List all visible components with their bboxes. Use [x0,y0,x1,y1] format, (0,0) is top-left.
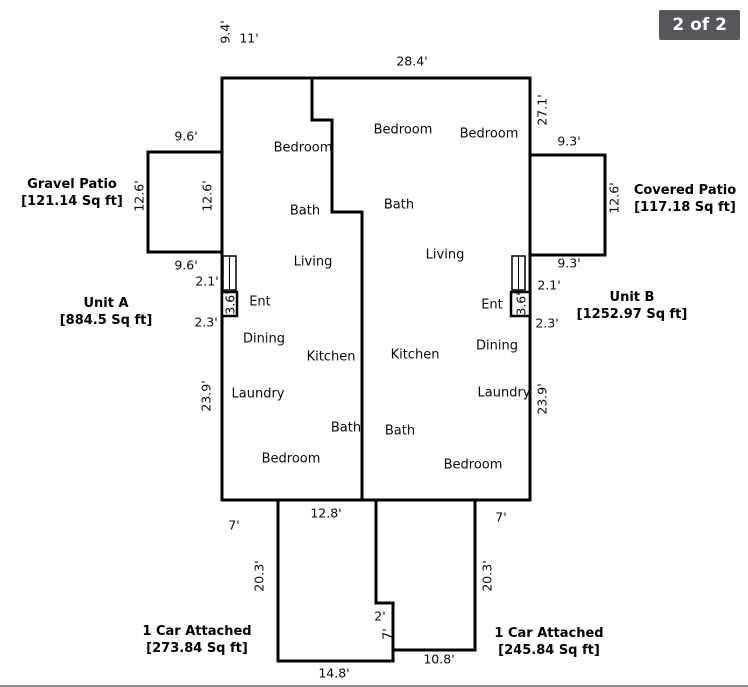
room-a-bedroom-top: Bedroom [273,140,333,156]
area-sqft: [117.18 Sq ft] [634,200,736,215]
room-a-living: Living [293,254,333,270]
dim-entry-b-top: 2.1' [537,277,561,293]
room-a-bath-upper: Bath [289,203,321,219]
dim-right-height: 27.1' [534,94,550,126]
room-b-bedroom-bottom: Bedroom [443,457,503,473]
room-b-bedroom-left: Bedroom [373,122,433,138]
dim-notch-h: 7' [379,628,395,640]
dim-garage-l-height: 20.3' [251,560,267,592]
dim-top-width: 28.4' [396,53,428,69]
area-name: Gravel Patio [27,176,117,192]
dim-garage-l-width: 14.8' [318,665,350,681]
dim-wall-b-right: 23.9' [534,383,550,415]
area-covered-patio: Covered Patio [117.18 Sq ft] [634,182,736,216]
dim-entry-a-bottom: 2.3' [194,314,218,330]
image-pager-badge: 2 of 2 [659,10,740,40]
room-b-bedroom-right: Bedroom [459,126,519,142]
dim-bottom-mid: 12.8' [310,505,342,521]
room-a-bedroom-bottom: Bedroom [261,451,321,467]
dim-wall-a-left: 23.9' [198,380,214,412]
dim-patio-l-top: 9.6' [174,128,198,144]
dim-entry-a-mid: 3.6' [222,291,238,315]
room-b-dining: Dining [476,338,518,354]
dim-garage-r-height: 20.3' [479,560,495,592]
room-a-ent: Ent [249,294,271,310]
area-sqft: [884.5 Sq ft] [59,313,153,328]
area-gravel-patio: Gravel Patio [121.14 Sq ft] [21,176,123,210]
dim-entry-b-bottom: 2.3' [535,315,559,331]
area-name: Covered Patio [633,182,737,198]
gravel-patio-outline [146,150,224,254]
area-name: Unit B [609,289,655,305]
bottom-divider [0,685,748,687]
area-name: Unit A [83,295,129,311]
dim-patio-l-left: 12.6' [131,180,147,212]
room-a-dining: Dining [243,331,285,347]
area-sqft: [121.14 Sq ft] [21,194,123,209]
room-b-bath-upper: Bath [383,197,415,213]
room-b-kitchen: Kitchen [390,347,440,363]
area-name: 1 Car Attached [142,623,252,639]
room-b-living: Living [425,247,465,263]
area-garage-left: 1 Car Attached [273.84 Sq ft] [142,623,251,657]
dim-patio-r-top: 9.3' [557,133,581,149]
dim-garage-r-width: 10.8' [423,651,455,667]
dim-top-step-v: 9.4' [217,20,233,44]
dim-patio-l-inner: 12.6' [199,180,215,212]
dim-top-step-h: 11' [239,30,259,46]
area-unit-a: Unit A [884.5 Sq ft] [60,295,153,329]
room-a-laundry: Laundry [231,386,285,402]
area-sqft: [245.84 Sq ft] [498,643,600,658]
covered-patio-outline [528,153,607,257]
entry-b-notch [509,290,532,318]
dim-entry-b-mid: 3.6' [513,292,529,316]
dim-entry-a-top: 2.1' [195,273,219,289]
building-outline [220,76,532,502]
garage-right-outline [391,498,477,652]
area-garage-right: 1 Car Attached [245.84 Sq ft] [494,625,603,659]
area-sqft: [1252.97 Sq ft] [576,307,688,322]
room-a-kitchen: Kitchen [306,349,356,365]
dim-notch-w: 2' [374,608,386,624]
room-b-bath-lower: Bath [384,423,416,439]
dim-gap-right: 7' [495,509,507,525]
area-name: 1 Car Attached [494,625,604,641]
dim-gap-left: 7' [228,517,240,533]
dim-patio-r-bottom: 9.3' [557,255,581,271]
area-sqft: [273.84 Sq ft] [146,641,248,656]
room-b-laundry: Laundry [477,385,531,401]
garage-left-outline [276,498,395,663]
area-unit-b: Unit B [1252.97 Sq ft] [577,289,688,323]
room-b-ent: Ent [481,297,503,313]
entry-a-notch [220,290,239,318]
dim-patio-r-right: 12.6' [606,182,622,214]
dim-patio-l-bottom: 9.6' [174,257,198,273]
room-a-bath-lower: Bath [330,420,362,436]
interior-divider-wall [310,76,364,502]
